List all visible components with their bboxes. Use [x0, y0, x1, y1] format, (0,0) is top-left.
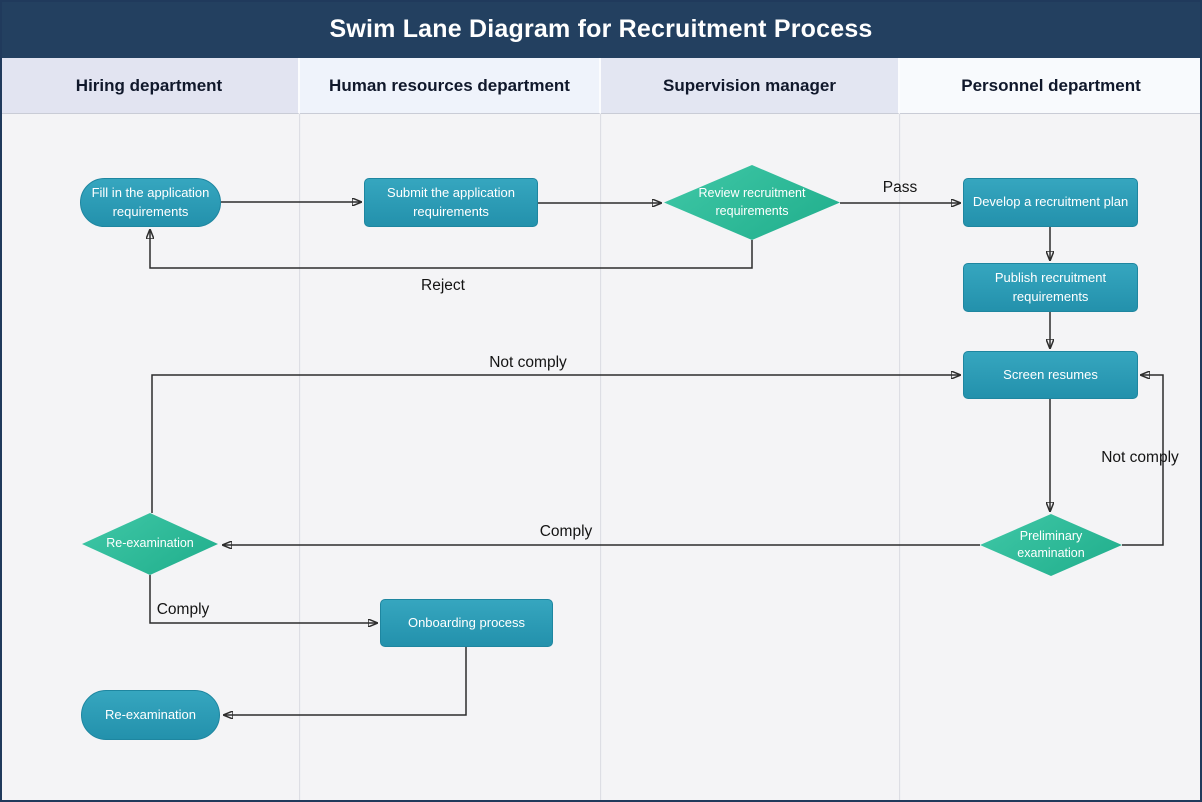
node-label: Preliminary examination — [1017, 528, 1085, 561]
edge-label-comply-down: Comply — [156, 601, 210, 618]
lane-divider — [600, 114, 602, 800]
lane-header-personnel-department: Personnel department — [900, 58, 1202, 114]
node-develop-plan[interactable]: Develop a recruitment plan — [963, 178, 1138, 227]
lane-header-label: Supervision manager — [663, 75, 836, 95]
lane-header-supervision-manager: Supervision manager — [601, 58, 900, 114]
edge-label-comply-long: Comply — [539, 523, 593, 540]
diagram-title: Swim Lane Diagram for Recruitment Proces… — [329, 14, 873, 43]
node-label: Screen resumes — [1003, 366, 1098, 382]
node-submit-application[interactable]: Submit the application requirements — [364, 178, 538, 227]
edge-label-pass: Pass — [882, 179, 918, 196]
node-label: Onboarding process — [407, 614, 526, 630]
edge-reexamination-comply-to-onboarding — [149, 575, 377, 623]
lane-header-hiring-department: Hiring department — [0, 58, 300, 114]
node-label: Re-examination — [104, 706, 197, 722]
node-label: Publish recruitment requirements — [994, 270, 1107, 304]
edge-onboarding-to-reexamination-end — [224, 647, 467, 715]
lane-header-human-resources-department: Human resources department — [300, 58, 601, 114]
lane-header-label: Human resources department — [329, 75, 570, 95]
lane-divider — [899, 114, 901, 800]
lane-header-label: Hiring department — [75, 75, 223, 95]
node-publish-requirements[interactable]: Publish recruitment requirements — [963, 263, 1138, 312]
node-screen-resumes[interactable]: Screen resumes — [963, 351, 1138, 399]
edge-label-not-comply-left: Not comply — [489, 354, 567, 371]
lane-divider — [299, 114, 301, 800]
node-label: Develop a recruitment plan — [972, 194, 1129, 210]
edge-label-reject: Reject — [421, 277, 465, 294]
node-fill-application[interactable]: Fill in the application requirements — [80, 178, 221, 227]
diagram-title-bar: Swim Lane Diagram for Recruitment Proces… — [0, 0, 1202, 58]
node-label: Fill in the application requirements — [91, 185, 210, 219]
node-label: Re-examination — [106, 536, 194, 551]
node-re-examination-end[interactable]: Re-examination — [81, 690, 220, 740]
edge-reexamination-notcomply-to-screen — [151, 375, 960, 513]
edge-review-reject-to-fill — [150, 230, 753, 269]
edge-label-not-comply-right: Not comply — [1101, 449, 1179, 466]
lane-header-label: Personnel department — [961, 75, 1141, 95]
node-onboarding-process[interactable]: Onboarding process — [380, 599, 553, 647]
node-label: Review recruitment requirements — [698, 186, 806, 218]
edge-preliminary-notcomply-to-screen — [1122, 375, 1164, 546]
node-label: Submit the application requirements — [387, 185, 515, 219]
